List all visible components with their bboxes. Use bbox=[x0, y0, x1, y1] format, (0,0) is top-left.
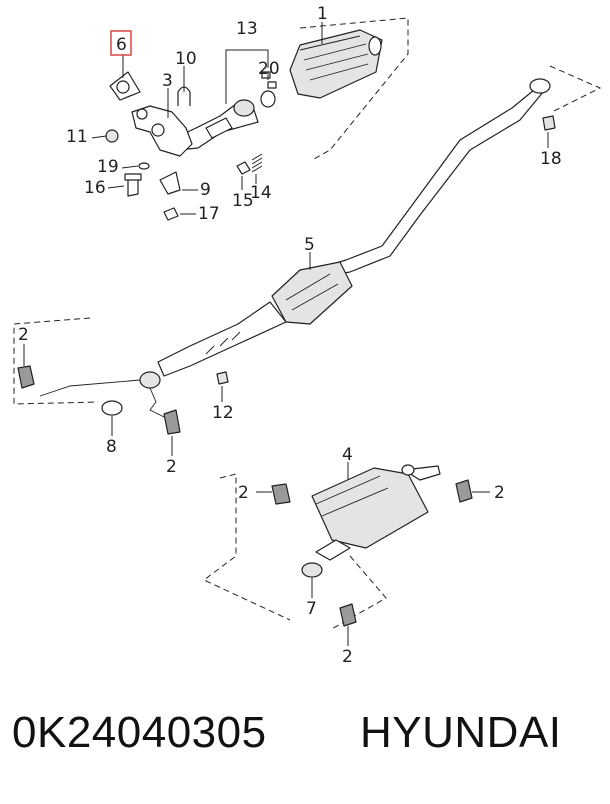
leader-lines bbox=[23, 22, 549, 646]
callout-10[interactable]: 10 bbox=[175, 49, 197, 69]
callout-16[interactable]: 16 bbox=[84, 178, 106, 198]
callout-2-left[interactable]: 2 bbox=[18, 325, 29, 345]
callout-18[interactable]: 18 bbox=[540, 149, 562, 169]
brand-name: HYUNDAI bbox=[360, 708, 562, 757]
front-pipe-assembly bbox=[105, 17, 602, 221]
center-pipe-assembly bbox=[13, 78, 551, 435]
callout-9[interactable]: 9 bbox=[200, 180, 211, 200]
callout-7[interactable]: 7 bbox=[306, 599, 317, 619]
callout-12[interactable]: 12 bbox=[212, 403, 234, 423]
callout-2-rear-bottom[interactable]: 2 bbox=[342, 647, 353, 667]
part-footer: 0K24040305 HYUNDAI bbox=[0, 708, 610, 778]
callout-20[interactable]: 20 bbox=[258, 59, 280, 79]
callout-3[interactable]: 3 bbox=[162, 71, 173, 91]
highlight-box bbox=[110, 30, 132, 56]
callout-2-rear-right[interactable]: 2 bbox=[494, 483, 505, 503]
callout-17[interactable]: 17 bbox=[198, 204, 220, 224]
callout-1[interactable]: 1 bbox=[317, 4, 328, 24]
callout-11[interactable]: 11 bbox=[66, 127, 88, 147]
callout-13[interactable]: 13 bbox=[236, 19, 258, 39]
callout-2-rear-left[interactable]: 2 bbox=[238, 483, 249, 503]
rear-muffler-assembly bbox=[203, 464, 473, 631]
callouts: 6 1 13 10 20 3 11 19 16 9 14 15 17 18 5 … bbox=[18, 4, 562, 667]
callout-5[interactable]: 5 bbox=[304, 235, 315, 255]
callout-15[interactable]: 15 bbox=[232, 191, 254, 211]
callout-8[interactable]: 8 bbox=[106, 437, 117, 457]
callout-6[interactable]: 6 bbox=[116, 35, 127, 55]
callout-19[interactable]: 19 bbox=[97, 157, 119, 177]
callout-14[interactable]: 14 bbox=[250, 183, 272, 203]
callout-4[interactable]: 4 bbox=[342, 445, 353, 465]
part-number: 0K24040305 bbox=[12, 708, 267, 757]
callout-2-center[interactable]: 2 bbox=[166, 457, 177, 477]
